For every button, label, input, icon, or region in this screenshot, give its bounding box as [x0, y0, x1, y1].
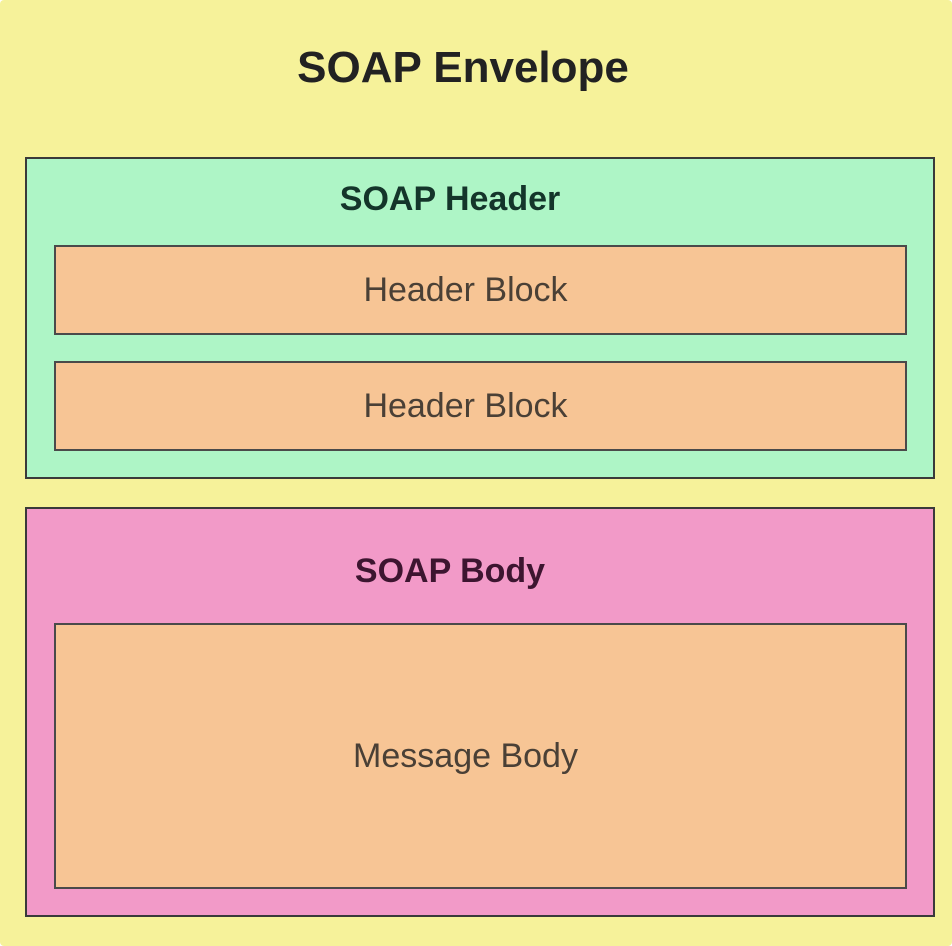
soap-body-section: SOAP Body Message Body: [25, 507, 935, 917]
message-body-label: Message Body: [353, 736, 578, 775]
header-block-2: Header Block: [54, 361, 907, 451]
header-block-2-label: Header Block: [363, 386, 568, 425]
envelope-title: SOAP Envelope: [297, 43, 629, 92]
message-body-block: Message Body: [54, 623, 907, 889]
body-title: SOAP Body: [354, 552, 546, 590]
header-block-1: Header Block: [54, 245, 907, 335]
soap-header-section: SOAP Header Header Block Header Block: [25, 157, 935, 479]
header-title: SOAP Header: [339, 180, 561, 218]
header-block-1-label: Header Block: [363, 270, 568, 309]
